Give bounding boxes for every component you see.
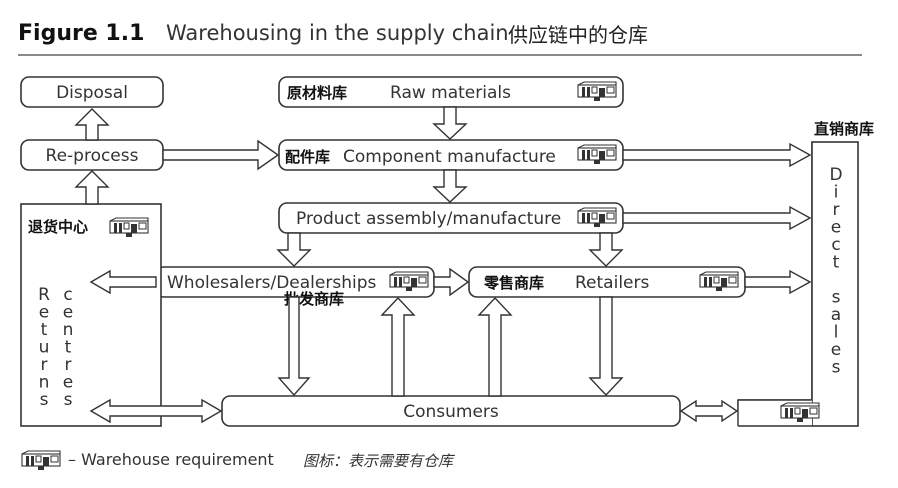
vertical-letter: n <box>39 373 50 393</box>
arrow-consumers-to-wholesalers <box>380 296 416 397</box>
disposal-box <box>20 76 164 108</box>
figure-label: Figure 1.1 <box>18 21 144 46</box>
vertical-letter: l <box>834 323 839 343</box>
vertical-letter: e <box>63 373 73 393</box>
arrow-reprocess-to-disposal <box>74 108 110 141</box>
vertical-letter: u <box>39 338 50 358</box>
arrow-returns-to-reprocess <box>74 170 110 205</box>
vertical-letter: i <box>834 183 839 203</box>
vertical-letter: e <box>831 340 841 360</box>
vertical-letter: c <box>63 285 72 305</box>
reprocess-label: Re-process <box>46 146 139 166</box>
vertical-letter: s <box>832 358 841 378</box>
returns-centres-box <box>20 203 162 427</box>
arrow-wholesalers-to-retailers <box>433 267 470 297</box>
vertical-letter: s <box>832 288 841 308</box>
direct-sales-box <box>811 141 859 427</box>
arrow-wholesalers-to-returns <box>89 269 157 295</box>
vertical-letter: s <box>40 390 49 410</box>
direct-sales-consumer-line <box>737 142 813 410</box>
arrow-assembly-to-retailers <box>588 232 624 267</box>
figure-title: Warehousing in the supply chain <box>166 21 509 45</box>
arrow-retailers-to-direct <box>744 269 812 295</box>
vertical-letter: e <box>39 303 49 323</box>
vertical-letter: D <box>829 165 842 185</box>
arrow-consumers-to-retailers <box>477 296 513 397</box>
arrow-wholesalers-to-consumers <box>277 296 311 397</box>
arrow-component-to-assembly <box>432 169 468 203</box>
vertical-letter: t <box>833 253 840 273</box>
vertical-letter: r <box>65 355 72 375</box>
legend-text: – Warehouse requirement <box>68 450 274 469</box>
vertical-letter: a <box>831 305 841 325</box>
arrow-consumers-direct <box>679 399 739 423</box>
vertical-letter: c <box>831 235 840 255</box>
vertical-letter: s <box>64 390 73 410</box>
vertical-letter: R <box>38 285 50 305</box>
arrow-retailers-to-consumers <box>588 296 624 397</box>
raw-materials-label-cn: 原材料库 <box>287 84 347 102</box>
vertical-letter: r <box>41 355 48 375</box>
retailers-label: Retailers <box>575 273 649 293</box>
arrow-component-to-direct <box>622 142 812 168</box>
warehouse-icon <box>21 450 61 471</box>
figure-title-cn: 供应链中的仓库 <box>508 23 648 47</box>
vertical-letter: r <box>833 200 840 220</box>
raw-materials-label: Raw materials <box>390 83 511 103</box>
component-label-cn: 配件库 <box>285 148 330 166</box>
vertical-letter: t <box>65 338 72 358</box>
vertical-letter: n <box>63 320 74 340</box>
wholesalers-label: Wholesalers/Dealerships <box>167 273 376 293</box>
component-label: Component manufacture <box>343 147 556 167</box>
legend-text-cn: 图标：表示需要有仓库 <box>303 452 456 470</box>
retailers-label-cn: 零售商库 <box>483 274 544 292</box>
consumers-label: Consumers <box>403 402 499 422</box>
arrow-raw-to-component <box>432 106 468 140</box>
arrow-reprocess-to-component <box>162 139 280 171</box>
arrow-returns-consumers <box>89 398 223 424</box>
vertical-letter: e <box>831 218 841 238</box>
vertical-letter: e <box>63 303 73 323</box>
direct-sales-label-cn: 直销商库 <box>814 120 874 138</box>
returns-label-cn: 退货中心 <box>28 218 88 236</box>
arrow-assembly-to-direct <box>622 205 812 231</box>
disposal-label: Disposal <box>56 83 128 103</box>
assembly-label: Product assembly/manufacture <box>296 209 561 229</box>
arrow-assembly-to-wholesalers <box>276 232 312 267</box>
vertical-letter: t <box>41 320 48 340</box>
